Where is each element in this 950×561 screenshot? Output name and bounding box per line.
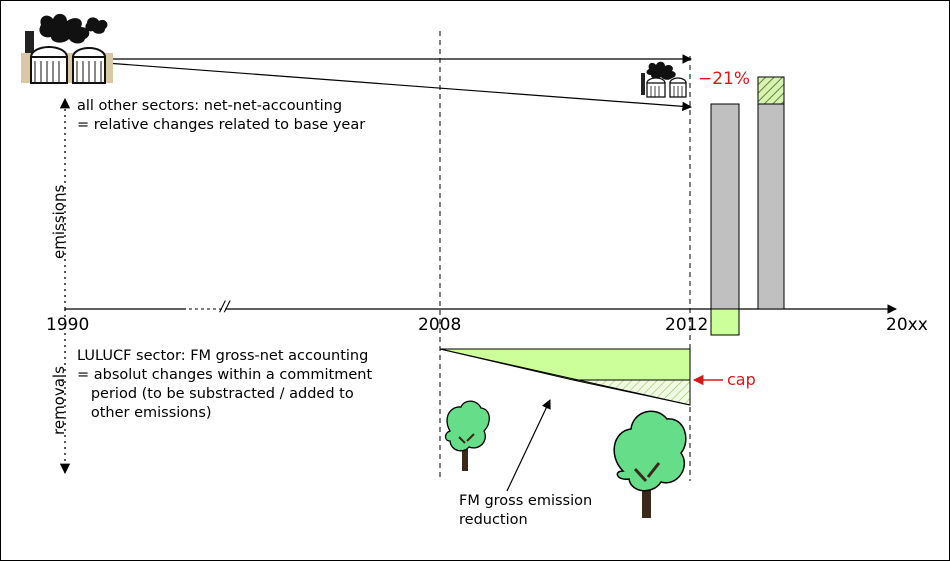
removal-wedge: [439, 348, 691, 381]
note-other-sectors: all other sectors: net-net-accounting = …: [77, 98, 366, 133]
year-label-1990: 1990: [46, 315, 90, 335]
emission-bar-gross: [757, 103, 785, 310]
note-lulucf: LULUCF sector: FM gross-net accounting =…: [77, 348, 373, 421]
fm-reduction-pointer: [506, 399, 551, 492]
note-fm-reduction: FM gross emission reduction: [459, 493, 593, 528]
year-label-2008: 2008: [418, 315, 462, 335]
emission-bar-reduced: [710, 103, 740, 310]
removal-bar: [710, 308, 740, 336]
year-label-2012: 2012: [665, 315, 709, 335]
removal-wedge-edge: [439, 348, 691, 406]
axis-break-mark: //: [220, 299, 230, 315]
hatched-credit-bar: [757, 76, 785, 105]
large-tree-icon: [613, 410, 687, 518]
cap-label: cap: [727, 370, 756, 389]
removals-label: removals: [50, 366, 68, 435]
small-tree-icon: [444, 400, 490, 471]
year-label-20xx: 20xx: [886, 315, 928, 335]
emissions-label: emissions: [50, 184, 68, 259]
arrow-reduced-level: [105, 62, 692, 112]
reduction-percent-label: −21%: [698, 69, 751, 89]
factory-icon-large: [21, 13, 113, 84]
factory-icon-small: [641, 61, 687, 98]
